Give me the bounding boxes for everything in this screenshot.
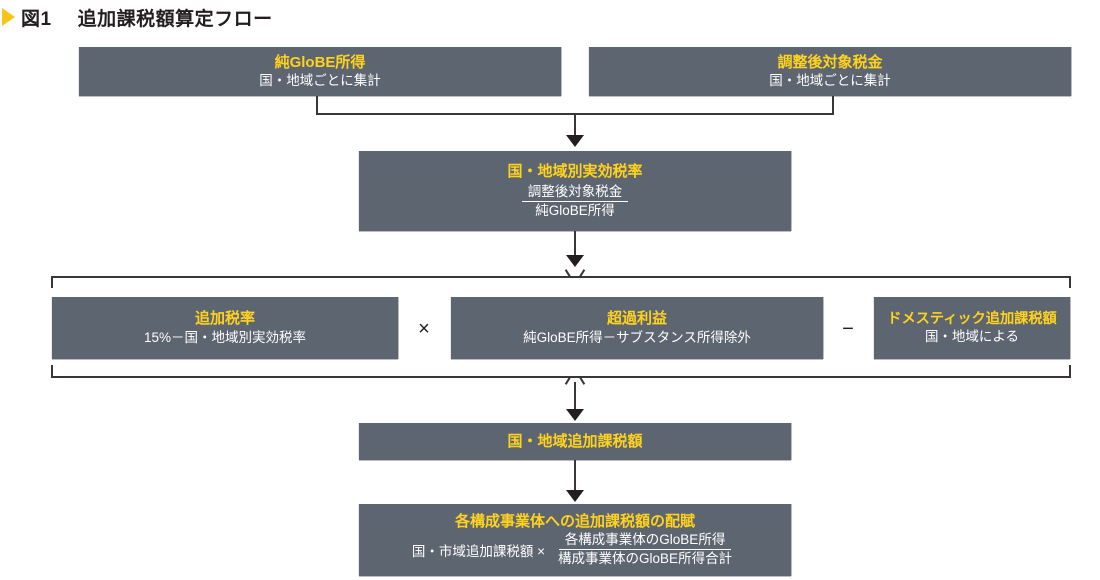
box-top-up-tax-rate-title: 追加税率 — [194, 310, 255, 328]
connector-merge-drop — [574, 113, 576, 137]
bracket-bottom-right-stub — [1069, 365, 1071, 378]
figure-title-row: 図1 追加課税額算定フロー — [0, 0, 1100, 34]
box-domestic-top-up-tax-sub: 国・地域による — [924, 329, 1020, 345]
arrow-to-formula-bracket — [566, 255, 584, 267]
box-jurisdictional-top-up-tax: 国・地域追加課税額 — [359, 423, 791, 460]
arrow-to-jurisdictional-top-up-tax — [566, 409, 584, 421]
allocation-formula-lead: 国・市域追加課税額 × — [411, 543, 546, 559]
operator-multiply: × — [418, 317, 430, 340]
allocation-formula: 国・市域追加課税額 × 各構成事業体のGloBE所得 構成事業体のGloBE所得… — [412, 532, 738, 567]
operator-minus: − — [842, 317, 854, 340]
effective-tax-rate-fraction: 調整後対象税金 純GloBE所得 — [521, 184, 629, 219]
arrow-to-allocation — [566, 490, 584, 502]
box-domestic-top-up-tax: ドメスティック追加課税額 国・地域による — [874, 297, 1070, 359]
bracket-top-bar — [51, 276, 1071, 278]
box-excess-profit-title: 超過利益 — [606, 310, 667, 328]
box-net-globe-income-sub: 国・地域ごとに集計 — [259, 73, 381, 89]
allocation-fraction: 各構成事業体のGloBE所得 構成事業体のGloBE所得合計 — [552, 532, 738, 567]
bracket-top-right-stub — [1069, 276, 1071, 288]
connector-left-drop — [316, 96, 318, 115]
allocation-denominator: 構成事業体のGloBE所得合計 — [558, 551, 733, 567]
box-excess-profit-sub: 純GloBE所得－サブスタンス所得除外 — [523, 329, 751, 345]
box-effective-tax-rate-title: 国・地域別実効税率 — [507, 162, 643, 180]
box-effective-tax-rate: 国・地域別実効税率 調整後対象税金 純GloBE所得 — [359, 151, 791, 231]
connector-bracket-drop — [574, 382, 576, 411]
box-net-globe-income-title: 純GloBE所得 — [274, 53, 366, 71]
figure-label: 図1 — [21, 8, 52, 30]
box-domestic-top-up-tax-title: ドメスティック追加課税額 — [887, 310, 1057, 327]
connector-etr-drop — [574, 231, 576, 257]
effective-tax-rate-numerator: 調整後対象税金 — [521, 184, 629, 203]
bracket-bottom-left-stub — [51, 365, 53, 378]
box-top-up-tax-rate: 追加税率 15%－国・地域別実効税率 — [52, 297, 398, 359]
box-adjusted-covered-taxes-sub: 国・地域ごとに集計 — [769, 73, 891, 89]
bracket-top-notch — [564, 267, 586, 278]
page-title: 追加課税額算定フロー — [77, 8, 273, 30]
box-jurisdictional-top-up-tax-title: 国・地域追加課税額 — [507, 432, 643, 450]
box-excess-profit: 超過利益 純GloBE所得－サブスタンス所得除外 — [451, 297, 823, 359]
arrow-to-effective-tax-rate — [566, 135, 584, 147]
box-adjusted-covered-taxes: 調整後対象税金 国・地域ごとに集計 — [589, 47, 1071, 96]
box-allocation-to-entities-title: 各構成事業体への追加課税額の配賦 — [454, 512, 695, 530]
bracket-bottom-bar — [51, 376, 1071, 378]
box-net-globe-income: 純GloBE所得 国・地域ごとに集計 — [79, 47, 561, 96]
connector-jttt-drop — [574, 460, 576, 492]
box-adjusted-covered-taxes-title: 調整後対象税金 — [777, 53, 883, 71]
bracket-top-left-stub — [51, 276, 53, 288]
box-allocation-to-entities: 各構成事業体への追加課税額の配賦 国・市域追加課税額 × 各構成事業体のGloB… — [359, 504, 791, 576]
effective-tax-rate-denominator: 純GloBE所得 — [535, 203, 615, 219]
box-top-up-tax-rate-sub: 15%－国・地域別実効税率 — [143, 329, 307, 345]
allocation-numerator: 各構成事業体のGloBE所得 — [558, 532, 732, 551]
connector-right-drop — [832, 96, 834, 115]
triangle-right-icon — [2, 8, 15, 26]
